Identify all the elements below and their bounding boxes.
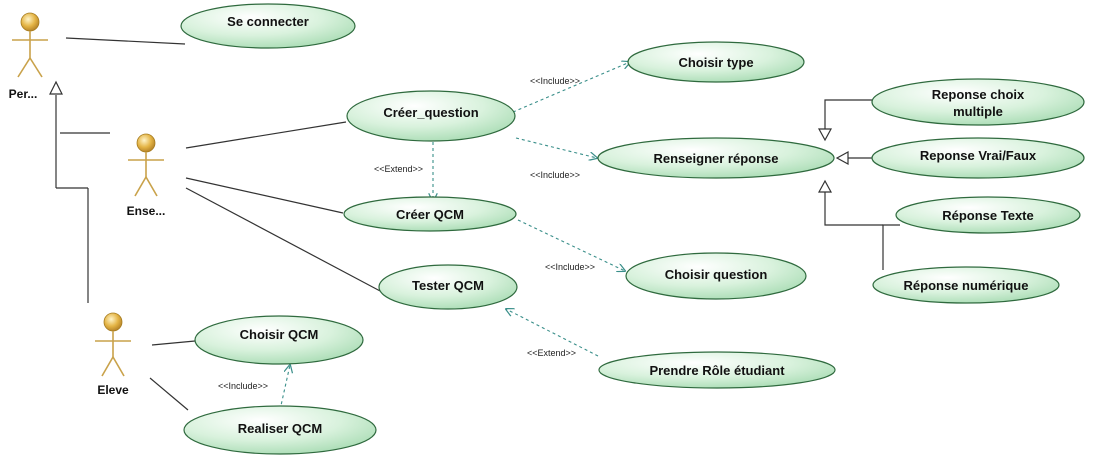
label-creer-question: Créer_question xyxy=(383,105,478,120)
usecase-renseigner-reponse[interactable] xyxy=(597,137,835,179)
usecase-tester-qcm[interactable] xyxy=(378,264,518,310)
response-generalization xyxy=(817,99,900,270)
stereotype-include-renseigner: <<Include>> xyxy=(530,170,580,180)
gen-vraifaux-head xyxy=(835,150,849,166)
usecase-choisir-question[interactable] xyxy=(625,252,807,300)
actor-enseignant-body xyxy=(128,152,164,197)
usecase-reponse-vrai-faux[interactable] xyxy=(871,137,1085,179)
actor-enseignant[interactable] xyxy=(128,133,164,197)
actor-generalization xyxy=(49,80,110,303)
actor-personne-body xyxy=(12,31,48,78)
actor-personne-head xyxy=(20,12,40,32)
assoc-enseignant-creerqcm xyxy=(185,177,344,214)
assoc-eleve-choisirqcm xyxy=(151,340,196,346)
usecase-choisir-qcm[interactable] xyxy=(194,315,364,365)
usecase-creer-question[interactable] xyxy=(346,90,516,142)
actor-eleve-head xyxy=(103,312,123,332)
label-choisir-type: Choisir type xyxy=(678,55,753,70)
stereotype-extend-creerqcm: <<Extend>> xyxy=(374,164,423,174)
actor-eleve-label: Eleve xyxy=(97,383,129,397)
usecase-choisir-type[interactable] xyxy=(627,41,805,83)
use-cases xyxy=(180,3,1085,455)
dep-include-renseigner xyxy=(515,137,597,158)
usecase-reponse-choix-multiple[interactable] xyxy=(871,78,1085,126)
dep-extend-tester xyxy=(506,309,599,357)
dep-include-choisirqcm xyxy=(279,365,290,411)
stereotype-include-choisirtype: <<Include>> xyxy=(530,76,580,86)
label-renseigner-reponse: Renseigner réponse xyxy=(654,151,779,166)
stereotype-include-choisirqcm: <<Include>> xyxy=(218,381,268,391)
gen-texte-link xyxy=(882,224,900,270)
gen-choixmultiple-head xyxy=(817,128,833,142)
label-choisir-question: Choisir question xyxy=(665,267,768,282)
assoc-enseignant-creerquestion xyxy=(185,121,347,149)
actor-enseignant-label: Ense... xyxy=(127,204,166,218)
label-prendre-role-etudiant: Prendre Rôle étudiant xyxy=(649,363,785,378)
label-choisir-qcm: Choisir QCM xyxy=(240,327,319,342)
usecase-reponse-numerique[interactable] xyxy=(872,266,1060,304)
gen-numerique xyxy=(824,192,883,226)
assoc-eleve-realiserqcm xyxy=(149,377,189,411)
actor-eleve-body xyxy=(95,331,131,377)
stereotype-extend-tester: <<Extend>> xyxy=(527,348,576,358)
usecase-reponse-texte[interactable] xyxy=(895,196,1081,234)
label-realiser-qcm: Realiser QCM xyxy=(238,421,323,436)
gen-numerique-head xyxy=(817,179,833,193)
stereotype-include-choisirquestion: <<Include>> xyxy=(545,262,595,272)
label-se-connecter: Se connecter xyxy=(227,14,309,29)
actor-eleve[interactable] xyxy=(95,312,131,377)
actor-personne-label: Per... xyxy=(9,87,38,101)
usecase-prendre-role-etudiant[interactable] xyxy=(598,351,836,389)
assoc-personne-seconnecter xyxy=(65,37,186,45)
associations xyxy=(65,37,383,411)
label-reponse-choix-2: multiple xyxy=(953,104,1003,119)
usecase-realiser-qcm[interactable] xyxy=(183,405,377,455)
actor-personne[interactable] xyxy=(12,12,48,78)
label-reponse-numerique: Réponse numérique xyxy=(904,278,1029,293)
usecase-se-connecter[interactable] xyxy=(180,3,356,49)
label-tester-qcm: Tester QCM xyxy=(412,278,484,293)
label-creer-qcm: Créer QCM xyxy=(396,207,464,222)
label-reponse-choix-1: Reponse choix xyxy=(932,87,1025,102)
dep-include-choisirtype xyxy=(512,62,630,113)
gen-arrowhead xyxy=(49,80,63,95)
dep-include-choisirquestion xyxy=(517,219,625,271)
usecase-creer-qcm[interactable] xyxy=(343,196,517,232)
label-reponse-vrai-faux: Reponse Vrai/Faux xyxy=(920,148,1037,163)
actor-enseignant-head xyxy=(136,133,156,153)
use-case-labels: Se connecter Choisir type Créer_question… xyxy=(227,14,1037,436)
label-reponse-texte: Réponse Texte xyxy=(942,208,1034,223)
assoc-enseignant-testerqcm xyxy=(185,187,383,293)
gen-choixmultiple xyxy=(824,99,873,134)
dependencies xyxy=(279,62,630,411)
